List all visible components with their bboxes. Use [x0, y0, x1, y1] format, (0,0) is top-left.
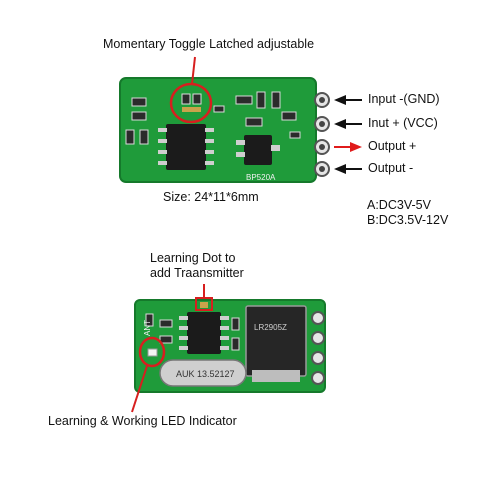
top-pin-pads	[314, 92, 330, 177]
pin-label-output-minus: Output -	[368, 161, 414, 175]
mode-jumper-pads	[181, 93, 202, 112]
bottom-crystal: AUK 13.52127	[159, 359, 247, 387]
size-label: Size: 24*11*6mm	[163, 190, 259, 204]
learning-dot-pad	[200, 302, 208, 308]
led-highlight-circle	[138, 336, 166, 368]
top-pin-arrows	[334, 95, 362, 174]
regulator-marking: LR2905Z	[254, 323, 287, 332]
bottom-regulator: LR2905Z	[245, 305, 307, 382]
mode-label: Momentary Toggle Latched adjustable	[103, 37, 315, 51]
status-led	[147, 348, 158, 357]
bottom-pcb-board: LR2905Z AUK 13.52127 ANT	[131, 284, 326, 413]
voltage-option-a: A:DC3V-5V	[367, 198, 431, 212]
learning-dot-label-line1: Learning Dot to	[150, 251, 236, 265]
top-transistor	[236, 135, 280, 165]
led-pointer-line	[131, 365, 148, 413]
top-smd-components	[125, 91, 301, 145]
ant-silkscreen: ANT	[143, 320, 152, 336]
bottom-soic-chip	[179, 312, 229, 354]
mode-highlight-circle	[169, 82, 213, 124]
pin-label-output-plus: Output +	[368, 139, 417, 153]
top-soic-chip	[158, 124, 214, 170]
top-pcb-board: BP520A	[119, 56, 330, 183]
top-silkscreen-text: BP520A	[246, 173, 276, 182]
led-indicator-label: Learning & Working LED Indicator	[48, 414, 237, 428]
crystal-marking: AUK 13.52127	[176, 369, 235, 379]
voltage-option-b: B:DC3.5V-12V	[367, 213, 449, 227]
pin-label-vcc: Inut + (VCC)	[368, 116, 438, 130]
bottom-pin-pads	[311, 311, 325, 385]
bottom-smd-components	[145, 313, 240, 351]
pin-label-gnd: Input -(GND)	[368, 92, 440, 106]
mode-pointer-line	[191, 56, 196, 85]
learning-dot-label-line2: add Traansmitter	[150, 266, 244, 280]
